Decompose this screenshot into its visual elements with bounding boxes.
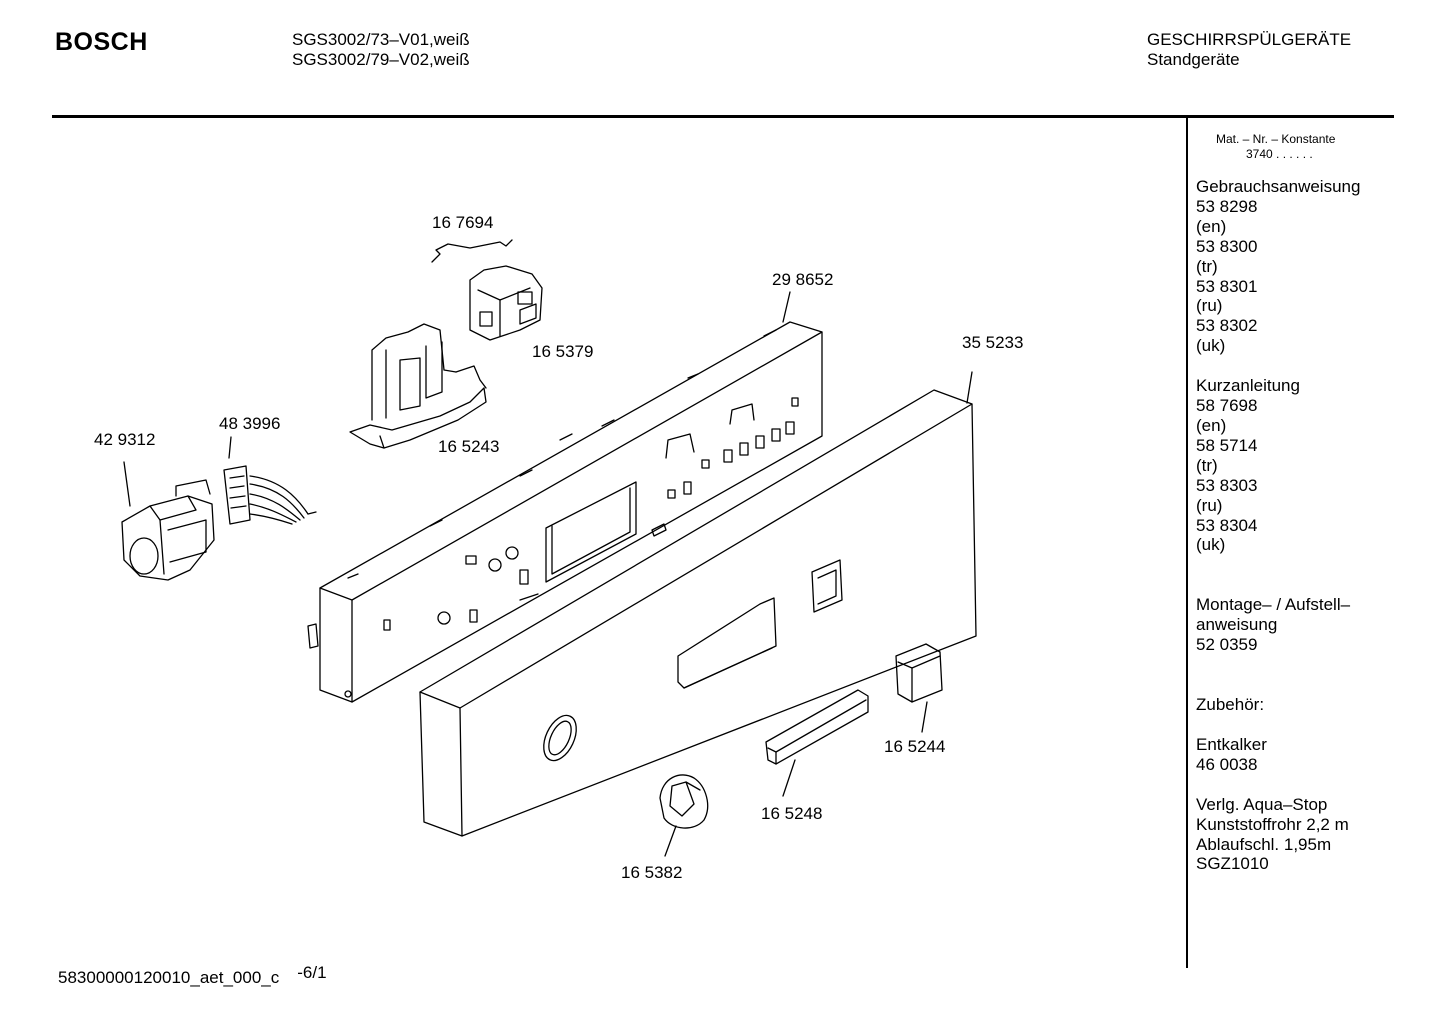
section-aqua-stop: Verlg. Aqua–Stop Kunststoffrohr 2,2 m Ab… <box>1196 795 1360 875</box>
mat-number-label: Mat. – Nr. – Konstante <box>1216 132 1336 146</box>
part-label-483996: 48 3996 <box>219 414 280 433</box>
subcategory-title: Standgeräte <box>1147 50 1240 69</box>
page-number: -6/1 <box>297 963 327 982</box>
doc-number: 53 8300 <box>1196 236 1258 256</box>
header-divider <box>52 115 1394 118</box>
knob-part <box>659 774 709 829</box>
section-descaler: Entkalker 46 0038 <box>1196 735 1360 775</box>
spacer <box>1196 655 1360 695</box>
mat-number-value: 3740 . . . . . . <box>1246 147 1313 161</box>
part-label-165248: 16 5248 <box>761 804 822 823</box>
spacer <box>1196 356 1360 376</box>
control-panel-frame <box>307 321 823 703</box>
brand-logo: BOSCH <box>55 28 148 56</box>
section-title: Gebrauchsanweisung <box>1196 177 1361 196</box>
document-id: 58300000120010_aet_000_c <box>58 968 280 987</box>
section-installation: Montage– / Aufstell– anweisung 52 0359 <box>1196 595 1360 655</box>
spacer <box>1196 555 1360 595</box>
doc-number: 58 5714 <box>1196 435 1258 455</box>
mat-number-block: Mat. – Nr. – Konstante 3740 . . . . . . <box>1216 132 1335 162</box>
programmer-part <box>121 479 215 581</box>
exploded-parts-diagram: 16 7694 29 8652 16 5379 35 5233 16 5243 … <box>94 213 1023 882</box>
language-code: (en) <box>1196 216 1227 236</box>
part-label-167694: 16 7694 <box>432 213 493 232</box>
side-divider <box>1186 118 1188 968</box>
language-code: (tr) <box>1196 256 1218 276</box>
section-title: Kurzanleitung <box>1196 376 1300 396</box>
doc-number: 53 8303 <box>1196 475 1258 495</box>
doc-number: SGZ1010 <box>1196 854 1269 874</box>
part-label-165244: 16 5244 <box>884 737 945 756</box>
model-list: SGS3002/73–V01,weiß SGS3002/79–V02,weiß <box>292 30 470 70</box>
category-title: GESCHIRRSPÜLGERÄTE <box>1147 30 1352 49</box>
lever-strip-part <box>765 689 869 765</box>
doc-number: 53 8301 <box>1196 276 1258 296</box>
footer: 58300000120010_aet_000_c -6/1 <box>58 963 327 988</box>
doc-number: 52 0359 <box>1196 635 1258 655</box>
spacer <box>1196 775 1360 795</box>
language-code: (uk) <box>1196 535 1226 555</box>
cable-harness-part <box>223 465 317 525</box>
wire-clip-part <box>431 239 513 263</box>
leader-lines <box>123 291 973 857</box>
language-code: (ru) <box>1196 296 1223 316</box>
front-fascia-part <box>419 389 977 837</box>
section-quick-guide: Kurzanleitung 58 7698 (en) 58 5714 (tr) … <box>1196 376 1360 555</box>
part-label-355233: 35 5233 <box>962 333 1023 352</box>
category-block: GESCHIRRSPÜLGERÄTE Standgeräte <box>1147 30 1351 70</box>
language-code: (en) <box>1196 415 1227 435</box>
item-detail: Kunststoffrohr 2,2 m <box>1196 814 1349 834</box>
section-accessories: Zubehör: <box>1196 695 1360 715</box>
section-title-cont: anweisung <box>1196 615 1278 635</box>
section-title: Montage– / Aufstell– <box>1196 595 1351 615</box>
part-label-429312: 42 9312 <box>94 430 155 449</box>
doc-number: 46 0038 <box>1196 754 1258 774</box>
model-line: SGS3002/79–V02,weiß <box>292 50 470 69</box>
doc-number: 53 8302 <box>1196 316 1258 336</box>
doc-number: 53 8298 <box>1196 196 1258 216</box>
document-list: Gebrauchsanweisung 53 8298 (en) 53 8300 … <box>1196 177 1360 874</box>
part-label-298652: 29 8652 <box>772 270 833 289</box>
item-name: Verlg. Aqua–Stop <box>1196 794 1328 814</box>
spacer <box>1196 715 1360 735</box>
doc-number: 53 8304 <box>1196 515 1258 535</box>
model-line: SGS3002/73–V01,weiß <box>292 30 470 49</box>
bracket-part <box>349 323 487 449</box>
language-code: (ru) <box>1196 495 1223 515</box>
switch-module-part <box>469 265 543 341</box>
item-detail: Ablaufschl. 1,95m <box>1196 834 1332 854</box>
section-instructions: Gebrauchsanweisung 53 8298 (en) 53 8300 … <box>1196 177 1360 356</box>
part-label-165382: 16 5382 <box>621 863 682 882</box>
doc-number: 58 7698 <box>1196 396 1258 416</box>
item-name: Entkalker <box>1196 734 1267 754</box>
part-label-165243: 16 5243 <box>438 437 499 456</box>
part-label-165379: 16 5379 <box>532 342 593 361</box>
button-part <box>895 643 943 703</box>
language-code: (tr) <box>1196 455 1218 475</box>
language-code: (uk) <box>1196 336 1226 356</box>
section-title: Zubehör: <box>1196 695 1265 715</box>
